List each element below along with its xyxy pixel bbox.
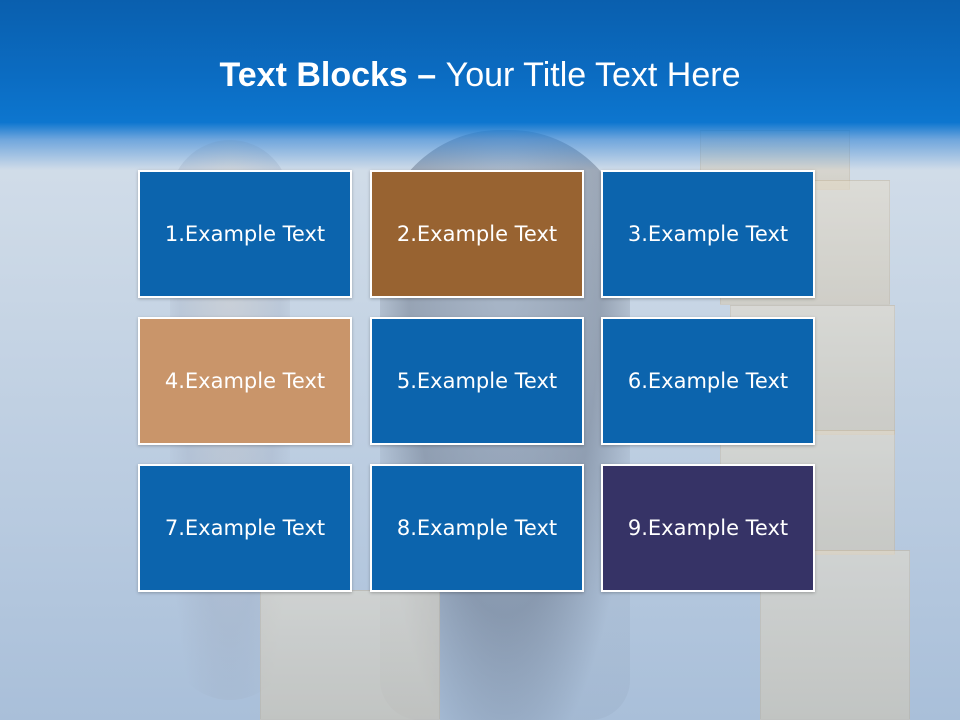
text-block-2[interactable]: 2.Example Text	[370, 170, 584, 298]
text-block-label: 3.Example Text	[627, 222, 789, 246]
title-rest: Your Title Text Here	[445, 56, 741, 94]
header-band	[0, 0, 960, 170]
text-block-grid: 1.Example Text 2.Example Text 3.Example …	[138, 170, 816, 594]
text-block-3[interactable]: 3.Example Text	[601, 170, 815, 298]
text-block-label: 8.Example Text	[396, 516, 558, 540]
text-block-label: 5.Example Text	[396, 369, 558, 393]
text-block-label: 6.Example Text	[627, 369, 789, 393]
text-block-9[interactable]: 9.Example Text	[601, 464, 815, 592]
text-block-label: 2.Example Text	[396, 222, 558, 246]
text-block-label: 4.Example Text	[164, 369, 326, 393]
text-block-1[interactable]: 1.Example Text	[138, 170, 352, 298]
text-block-4[interactable]: 4.Example Text	[138, 317, 352, 445]
text-block-label: 9.Example Text	[627, 516, 789, 540]
text-block-5[interactable]: 5.Example Text	[370, 317, 584, 445]
title-separator: –	[407, 56, 446, 94]
text-block-7[interactable]: 7.Example Text	[138, 464, 352, 592]
title-bold: Text Blocks	[219, 56, 408, 94]
text-block-6[interactable]: 6.Example Text	[601, 317, 815, 445]
background-box	[260, 590, 440, 720]
text-block-8[interactable]: 8.Example Text	[370, 464, 584, 592]
text-block-label: 7.Example Text	[164, 516, 326, 540]
slide-title: Text Blocks – Your Title Text Here	[0, 52, 960, 98]
text-block-label: 1.Example Text	[164, 222, 326, 246]
